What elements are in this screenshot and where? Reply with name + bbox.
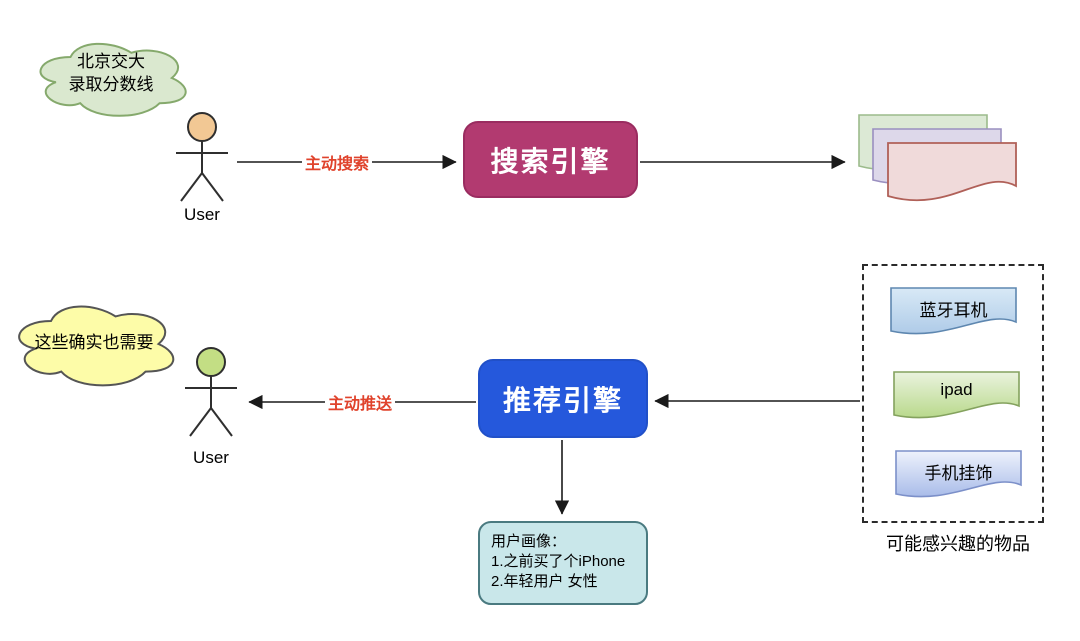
recommend-engine-label: 推荐引擎 (502, 384, 623, 416)
user-profile-text: 用户画像： 1.之前买了个iPhone 2.年轻用户 女性 (478, 521, 648, 605)
profile-line: 用户画像： (491, 533, 567, 550)
interest-item-label: 手机挂饰 (924, 464, 993, 483)
cloud-shape (18, 305, 175, 387)
search-thought-cloud: 北京交大 录取分数线 (30, 36, 192, 120)
recommend-thought-cloud: 这些确实也需要 (8, 298, 180, 390)
cloud-text-line: 这些确实也需要 (34, 332, 154, 352)
cloud-text-line: 录取分数线 (68, 75, 154, 94)
rounded-rect-shape (463, 121, 638, 198)
rounded-rect-shape (478, 521, 648, 605)
interest-item-label: ipad (940, 380, 973, 399)
recommend-engine-node: 推荐引擎 (478, 359, 648, 438)
cloud-shape (39, 42, 187, 117)
interest-item-bluetooth: 蓝牙耳机 (890, 287, 1017, 343)
interest-item-phone-charm: 手机挂饰 (895, 450, 1022, 506)
cloud-text-line: 北京交大 (77, 52, 145, 71)
stick-figure-icon (176, 112, 228, 202)
search-user-figure-icon (167, 111, 237, 203)
profile-line: 2.年轻用户 女性 (491, 573, 598, 590)
recommend-user-label: User (193, 448, 229, 467)
interests-caption: 可能感兴趣的物品 (886, 534, 1030, 554)
rounded-rect-shape (478, 359, 648, 438)
stick-figure-icon (185, 347, 237, 437)
profile-line: 1.之前买了个iPhone (491, 553, 626, 570)
search-arrow-label: 主动搜索 (301, 150, 373, 174)
search-engine-label: 搜索引擎 (490, 145, 611, 177)
recommend-thought-text: 这些确实也需要 (8, 298, 180, 390)
recommend-user-figure-icon (176, 346, 246, 438)
search-engine-node: 搜索引擎 (463, 121, 638, 198)
interest-item-label: 蓝牙耳机 (919, 301, 988, 320)
search-thought-text: 北京交大 录取分数线 (30, 36, 192, 120)
result-doc-front (887, 142, 1017, 210)
search-user-label: User (184, 205, 220, 224)
user-profile-node: 用户画像： 1.之前买了个iPhone 2.年轻用户 女性 (478, 521, 648, 605)
interest-item-ipad: ipad (893, 371, 1020, 427)
push-arrow-label: 主动推送 (324, 390, 396, 414)
